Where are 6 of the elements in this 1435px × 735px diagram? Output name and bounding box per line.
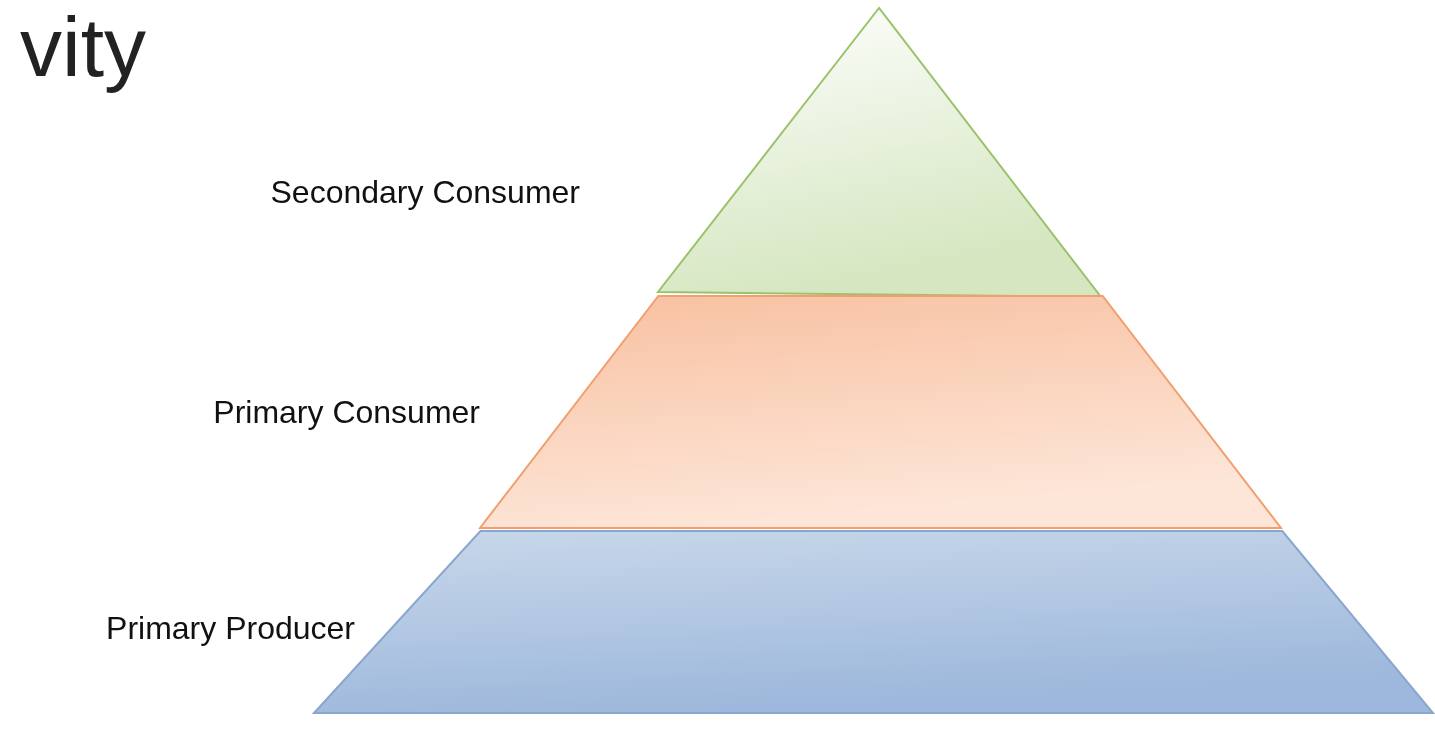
title: vity — [20, 0, 146, 96]
tier-label: Primary Producer — [106, 609, 355, 648]
tier-label: Secondary Consumer — [270, 173, 580, 212]
pyramid-tier — [655, 6, 1103, 298]
pyramid-tier — [478, 292, 1283, 530]
tier-label: Primary Consumer — [213, 393, 480, 432]
